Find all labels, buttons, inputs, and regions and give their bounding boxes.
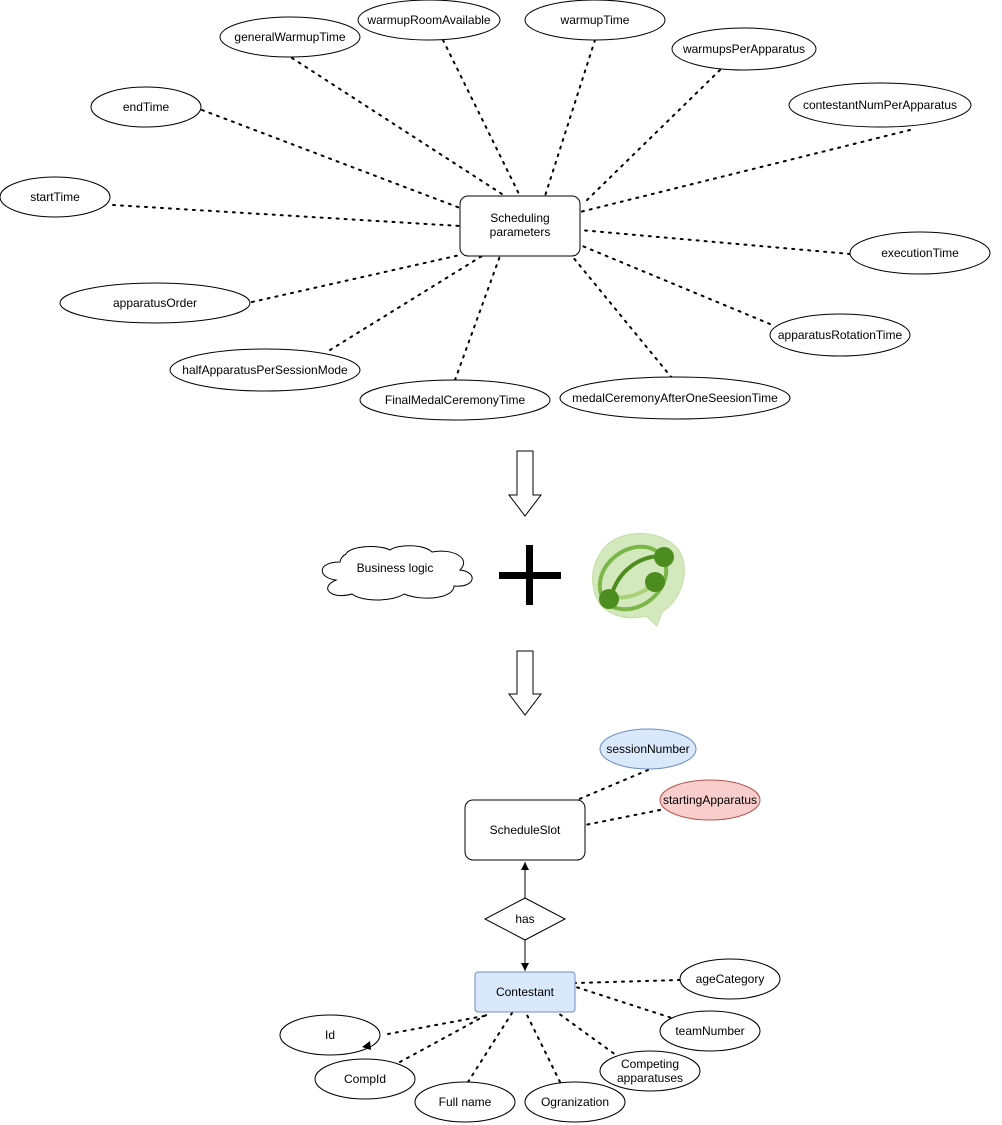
connector-warmupRoomAvailable [442, 39, 521, 197]
param-warmupRoomAvailable: warmupRoomAvailable [357, 0, 501, 41]
param-generalWarmupTime: generalWarmupTime [219, 16, 361, 58]
attr-competing-apparatuses: Competing apparatuses [599, 1050, 701, 1092]
connector-warmupsPerApparatus [584, 69, 721, 203]
schedule-slot-entity: ScheduleSlot [464, 799, 586, 861]
param-label: FinalMedalCeremonyTime [385, 393, 526, 407]
connector-organization [525, 1012, 561, 1083]
attr-fullName: Full name [414, 1081, 516, 1123]
param-apparatusOrder: apparatusOrder [59, 282, 251, 324]
param-label: warmupTime [560, 13, 630, 27]
flow-arrow-down-1 [507, 450, 543, 517]
attr-ageCategory: ageCategory [679, 958, 781, 1000]
connector-startTime [112, 204, 461, 227]
param-contestantNumPerApparatus: contestantNumPerApparatus [788, 82, 972, 128]
connector-medalCeremonyAfterOneSession [571, 255, 673, 379]
connector-startingApparatus [584, 809, 661, 826]
param-label: contestantNumPerApparatus [803, 98, 957, 112]
connector-id [387, 1015, 485, 1035]
connector-sessionNumber [576, 769, 649, 801]
param-label: halfApparatusPerSessionMode [182, 363, 348, 377]
contestant-connectors [387, 979, 681, 1083]
param-halfApparatusPerSessionMode: halfApparatusPerSessionMode [169, 348, 361, 392]
connector-apparatusRotationTime [579, 244, 771, 325]
plus-icon [499, 545, 561, 605]
param-label: endTime [123, 100, 170, 114]
param-warmupsPerApparatus: warmupsPerApparatus [671, 27, 817, 71]
param-label: startTime [30, 190, 80, 204]
schedule-slot-label: ScheduleSlot [490, 823, 561, 837]
session-number-label: sessionNumber [606, 742, 689, 756]
connector-warmupTime [544, 39, 596, 197]
param-label: apparatusOrder [113, 296, 197, 310]
param-finalMedalCeremonyTime: FinalMedalCeremonyTime [359, 379, 551, 421]
attr-id: Id [279, 1014, 381, 1056]
attr-label: Ogranization [541, 1095, 609, 1109]
param-label: medalCeremonyAfterOneSeesionTime [572, 391, 778, 405]
connector-fullName [467, 1012, 513, 1083]
scheduling-parameters-line1: Scheduling [490, 211, 549, 225]
attr-organization: Ogranization [524, 1081, 626, 1123]
competing-line1: Competing [621, 1057, 679, 1071]
connector-halfApparatusPerSessionMode [329, 255, 483, 351]
connector-teamNumber [575, 986, 679, 1021]
connector-apparatusOrder [251, 254, 461, 303]
scheduling-parameters-line2: parameters [490, 225, 551, 239]
attr-label: ageCategory [696, 972, 765, 986]
param-label: warmupsPerApparatus [682, 42, 805, 56]
starting-apparatus-attr: startingApparatus [659, 779, 761, 821]
has-label: has [515, 912, 534, 926]
connector-endTime [201, 109, 461, 209]
param-label: generalWarmupTime [234, 30, 345, 44]
param-label: executionTime [881, 246, 959, 260]
attr-compId: CompId [314, 1058, 416, 1100]
flow-arrow-down-2 [507, 650, 543, 716]
param-warmupTime: warmupTime [524, 0, 666, 41]
connector-contestantNumPerApparatus [579, 129, 911, 213]
param-medalCeremonyAfterOneSession: medalCeremonyAfterOneSeesionTime [559, 376, 791, 420]
connector-competing [557, 1012, 621, 1059]
scheduling-parameters-node: Scheduling parameters [459, 195, 581, 257]
attr-label: Id [325, 1028, 335, 1042]
attr-label: teamNumber [675, 1024, 744, 1038]
connector-ageCategory [575, 979, 681, 984]
id-arrowhead [362, 1041, 371, 1050]
param-endTime: endTime [90, 86, 202, 128]
attr-label: Full name [439, 1095, 492, 1109]
param-label: warmupRoomAvailable [366, 13, 490, 27]
param-apparatusRotationTime: apparatusRotationTime [769, 313, 911, 357]
param-executionTime: executionTime [849, 231, 991, 275]
connector-generalWarmupTime [291, 57, 506, 197]
param-label: apparatusRotationTime [778, 328, 903, 342]
parameter-connectors [112, 39, 911, 381]
connector-executionTime [579, 229, 851, 255]
starting-apparatus-label: startingApparatus [663, 793, 757, 807]
contestant-label: Contestant [496, 985, 555, 999]
optaplanner-logo-icon [591, 533, 685, 627]
business-logic-label: Business logic [357, 561, 434, 575]
attr-label: CompId [344, 1072, 386, 1086]
business-logic-cloud: Business logic [321, 545, 473, 601]
contestant-entity: Contestant [474, 971, 576, 1013]
schedule-slot-connectors [576, 769, 661, 826]
connector-finalMedalCeremonyTime [454, 255, 501, 381]
attr-teamNumber: teamNumber [659, 1010, 761, 1052]
connector-compId [399, 1012, 491, 1063]
has-relationship: has [483, 897, 567, 941]
competing-line2: apparatuses [617, 1071, 683, 1085]
session-number-attr: sessionNumber [599, 728, 697, 770]
param-startTime: startTime [0, 176, 111, 218]
